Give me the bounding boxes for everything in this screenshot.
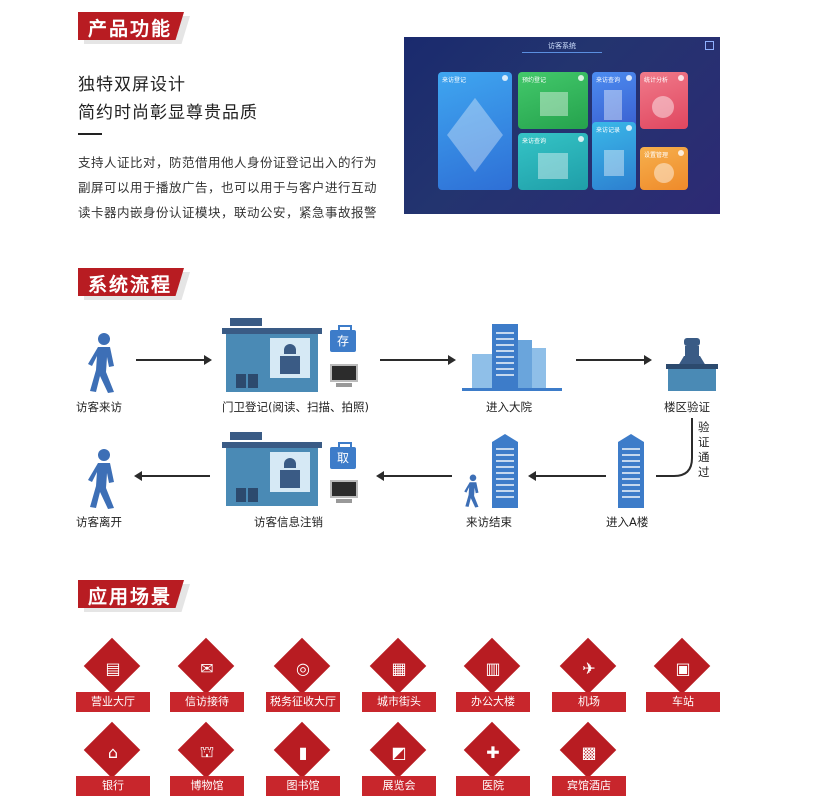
hall-icon: ▤: [105, 658, 121, 678]
guard-booth-icon: [222, 432, 322, 506]
headline-2: 简约时尚彰显尊贵品质: [78, 103, 258, 123]
scene-item: ✉ 信访接待: [170, 637, 244, 712]
scene-label: 办公大楼: [456, 692, 530, 712]
flow-arrow: [136, 355, 212, 365]
scene-label: 车站: [646, 692, 720, 712]
step-visitor-arrive: 访客来访: [76, 400, 122, 414]
screen-tile: 来访登记: [438, 72, 512, 190]
scene-item: ⛫ 博物馆: [170, 721, 244, 796]
street-icon: ▦: [391, 658, 407, 678]
scene-label: 税务征收大厅: [266, 692, 340, 712]
bank-icon: ⌂: [107, 742, 119, 762]
step-zone-verify: 楼区验证: [664, 400, 710, 414]
building-icon: [492, 434, 518, 508]
divider: [78, 133, 102, 135]
scene-label: 机场: [552, 692, 626, 712]
screen-title: 访客系统: [522, 40, 602, 53]
coins-icon: ◎: [296, 658, 310, 678]
exhibition-icon: ◩: [391, 742, 407, 762]
section-header-flow: 系统流程: [78, 266, 190, 300]
screen-tile: 预约登记: [518, 72, 588, 129]
flow-arrow: [376, 471, 452, 481]
scene-item: ▣ 车站: [646, 637, 720, 712]
scene-item: ◎ 税务征收大厅: [266, 637, 340, 712]
office-icon: ▥: [485, 658, 501, 678]
screen-tile: 来访查询: [518, 133, 588, 190]
bus-icon: ▣: [675, 658, 691, 678]
guard-desk-icon: [666, 338, 718, 391]
scene-item: ◩ 展览会: [362, 721, 436, 796]
store-badge-icon: 存: [330, 330, 356, 352]
section-header-scene: 应用场景: [78, 578, 190, 612]
screen-tile: 设置管理: [640, 147, 688, 190]
exit-icon: [705, 41, 714, 50]
mail-icon: ✉: [200, 658, 214, 678]
scene-label: 图书馆: [266, 776, 340, 796]
screen-tile: 来访查询: [592, 72, 636, 129]
para-line-3: 读卡器内嵌身份认证模块，联动公安，紧急事故报警: [78, 205, 378, 220]
scene-item: ▤ 营业大厅: [76, 637, 150, 712]
flow-curve-arrow: [656, 418, 693, 477]
scene-label: 城市街头: [362, 692, 436, 712]
step-cancel-info: 访客信息注销: [254, 515, 323, 529]
flow-arrow: [380, 355, 456, 365]
step-verify-pass: 验证通过: [698, 420, 710, 479]
section-title: 产品功能: [88, 18, 173, 40]
scene-item: ▩ 宾馆酒店: [552, 721, 626, 796]
step-guard-register: 门卫登记(阅读、扫描、拍照): [222, 400, 369, 414]
walking-person-icon: [464, 474, 479, 508]
scene-label: 银行: [76, 776, 150, 796]
scene-label: 宾馆酒店: [552, 776, 626, 796]
building-a-icon: [618, 434, 644, 508]
scene-item: ▮ 图书馆: [266, 721, 340, 796]
step-visitor-leave: 访客离开: [76, 515, 122, 529]
monitor-icon: [330, 480, 358, 498]
screen-tile: 来访记录: [592, 122, 636, 190]
scene-item: ✈ 机场: [552, 637, 626, 712]
scene-item: ⌂ 银行: [76, 721, 150, 796]
hotel-icon: ▩: [581, 742, 597, 762]
guard-booth-icon: [222, 318, 322, 392]
step-enter-building: 进入A楼: [606, 515, 649, 529]
scene-item: ✚ 医院: [456, 721, 530, 796]
buildings-icon: [462, 324, 562, 391]
step-enter-yard: 进入大院: [486, 400, 532, 414]
scene-item: ▥ 办公大楼: [456, 637, 530, 712]
flow-arrow: [576, 355, 652, 365]
flow-arrow: [134, 471, 210, 481]
scene-label: 展览会: [362, 776, 436, 796]
scene-item: ▦ 城市街头: [362, 637, 436, 712]
scene-label: 信访接待: [170, 692, 244, 712]
airport-icon: ✈: [582, 658, 596, 678]
section-header-product: 产品功能: [78, 10, 190, 44]
step-visit-end: 来访结束: [466, 515, 512, 529]
flow-arrow: [528, 471, 606, 481]
headline-1: 独特双屏设计: [78, 75, 186, 95]
hospital-icon: ✚: [486, 742, 500, 762]
monitor-icon: [330, 364, 358, 382]
para-line-1: 支持人证比对，防范借用他人身份证登记出入的行为: [78, 155, 378, 170]
visitor-system-screenshot: 访客系统 来访登记 预约登记 来访查询 统计分析 来访查询 来访记录 设置管理: [404, 37, 720, 214]
library-icon: ▮: [298, 742, 308, 762]
scene-label: 博物馆: [170, 776, 244, 796]
screen-tile: 统计分析: [640, 72, 688, 129]
museum-icon: ⛫: [199, 741, 215, 761]
para-line-2: 副屏可以用于播放广告，也可以用于与客户进行互动: [78, 180, 378, 195]
take-badge-icon: 取: [330, 447, 356, 469]
section-title: 系统流程: [88, 274, 173, 296]
scene-label: 营业大厅: [76, 692, 150, 712]
scene-label: 医院: [456, 776, 530, 796]
section-title: 应用场景: [88, 586, 173, 608]
walking-person-icon: [88, 333, 114, 393]
walking-person-icon: [88, 449, 114, 509]
